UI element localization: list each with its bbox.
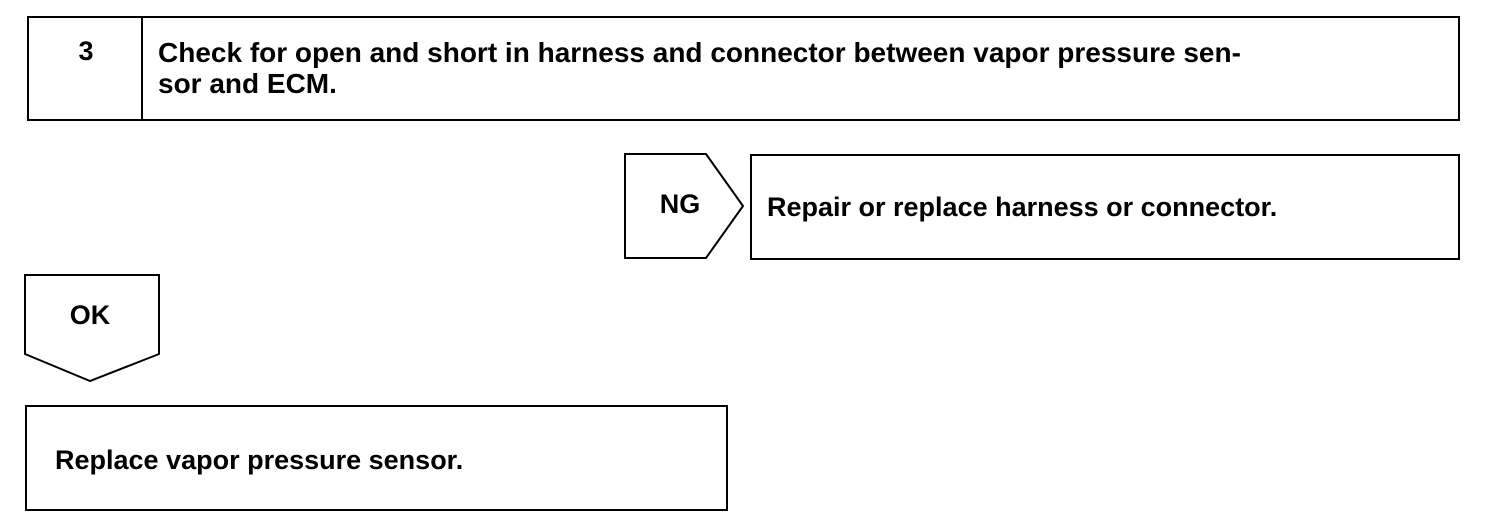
- step-number-cell: 3: [29, 18, 143, 119]
- ok-action-box: Replace vapor pressure sensor.: [25, 405, 728, 511]
- ok-action-text: Replace vapor pressure sensor.: [55, 445, 464, 475]
- ok-label: OK: [69, 300, 111, 330]
- step-number: 3: [78, 36, 94, 66]
- step-instruction: Check for open and short in harness and …: [158, 37, 1241, 99]
- ok-arrow-shape: [24, 274, 160, 383]
- ng-action-text: Repair or replace harness or connector.: [767, 192, 1278, 222]
- ng-label: NG: [659, 189, 701, 219]
- step-box: 3 Check for open and short in harness an…: [27, 16, 1460, 121]
- ng-action-box: Repair or replace harness or connector.: [750, 154, 1460, 260]
- ng-arrow-shape: [624, 153, 745, 259]
